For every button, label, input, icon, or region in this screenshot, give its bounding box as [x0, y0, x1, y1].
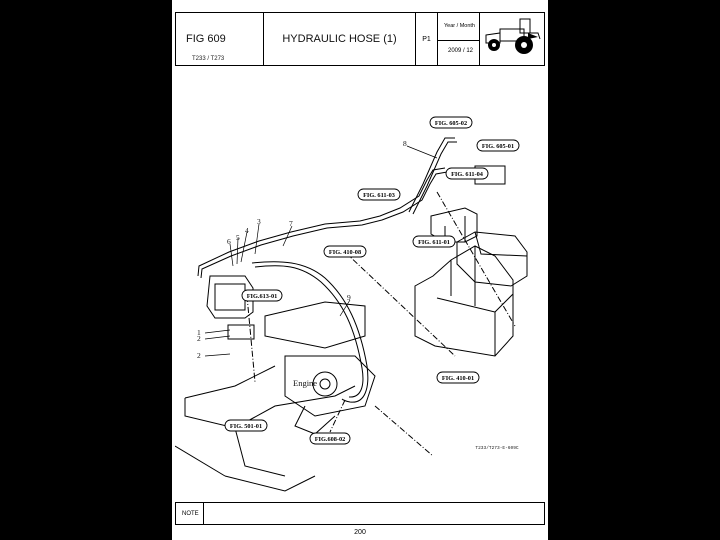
- title-cell: HYDRAULIC HOSE (1): [264, 13, 416, 65]
- part-number: 9: [347, 293, 351, 302]
- year-month-value: 2009 / 12: [448, 48, 474, 54]
- svg-text:FIG. 611-04: FIG. 611-04: [451, 171, 484, 178]
- note-label: NOTE: [182, 511, 199, 517]
- part-number: 6: [227, 237, 231, 246]
- fig-ref-callout: FIG. 611-03: [357, 188, 401, 201]
- fig-ref-callout: FIG. 501-01: [224, 419, 268, 432]
- part-number: 1: [197, 328, 201, 337]
- note-box: NOTE: [175, 502, 545, 525]
- part-number: 2: [197, 334, 201, 343]
- part-number: 2: [197, 351, 201, 360]
- exploded-diagram: 8 3 7 4 5 6 9 1 2 2 FIG. 605-02 FIG.: [174, 66, 545, 498]
- title-block: FIG 609 T233 / T273 HYDRAULIC HOSE (1) P…: [175, 12, 545, 66]
- fig-ref-callout: FIG. 611-04: [445, 167, 489, 180]
- page-number: 200: [354, 529, 366, 536]
- fig-ref-callout: FIG. 410-08: [323, 245, 367, 258]
- part-number: 8: [403, 139, 407, 148]
- year-month-cell: Year / Month 2009 / 12: [438, 13, 480, 65]
- page-code: P1: [422, 36, 431, 43]
- part-number: 4: [245, 226, 249, 235]
- svg-text:FIG.608-02: FIG.608-02: [315, 436, 346, 443]
- tractor-icon: [485, 18, 541, 54]
- fig-ref-callout: FIG. 605-01: [476, 139, 520, 152]
- svg-text:FIG. 410-01: FIG. 410-01: [442, 375, 474, 382]
- part-number: 3: [257, 217, 261, 226]
- drawing-code: T233/T273-E-609C: [475, 445, 519, 451]
- fig-ref-callout: FIG.608-02: [309, 432, 351, 445]
- svg-text:FIG. 605-02: FIG. 605-02: [435, 120, 467, 127]
- engine-label: Engine: [293, 378, 317, 388]
- model-code: T233 / T273: [192, 56, 225, 62]
- page-title: HYDRAULIC HOSE (1): [282, 33, 397, 45]
- svg-text:FIG. 611-03: FIG. 611-03: [363, 192, 395, 199]
- tractor-icon-cell: [480, 13, 546, 65]
- divider: [438, 40, 479, 41]
- svg-text:FIG.613-01: FIG.613-01: [247, 293, 278, 300]
- part-number: 5: [236, 233, 240, 242]
- part-number: 7: [289, 219, 293, 228]
- catalog-page: FIG 609 T233 / T273 HYDRAULIC HOSE (1) P…: [172, 0, 548, 540]
- svg-text:FIG. 605-01: FIG. 605-01: [482, 143, 514, 150]
- fig-ref-callout: FIG. 611-01: [412, 235, 456, 248]
- fig-ref-callout: FIG. 605-02: [429, 116, 473, 129]
- figure-number: FIG 609: [186, 33, 226, 45]
- divider: [203, 503, 204, 524]
- fig-ref-callout: FIG. 410-01: [436, 371, 480, 384]
- year-month-label: Year / Month: [444, 23, 475, 29]
- svg-text:FIG. 611-01: FIG. 611-01: [418, 239, 450, 246]
- hydraulic-hose-diagram: 8 3 7 4 5 6 9 1 2 2 FIG. 605-02 FIG.: [174, 116, 528, 492]
- page-code-cell: P1: [416, 13, 438, 65]
- fig-ref-callout: FIG.613-01: [241, 289, 283, 302]
- fig-cell: FIG 609 T233 / T273: [176, 13, 264, 65]
- svg-text:FIG. 410-08: FIG. 410-08: [329, 249, 361, 256]
- svg-text:FIG. 501-01: FIG. 501-01: [230, 423, 262, 430]
